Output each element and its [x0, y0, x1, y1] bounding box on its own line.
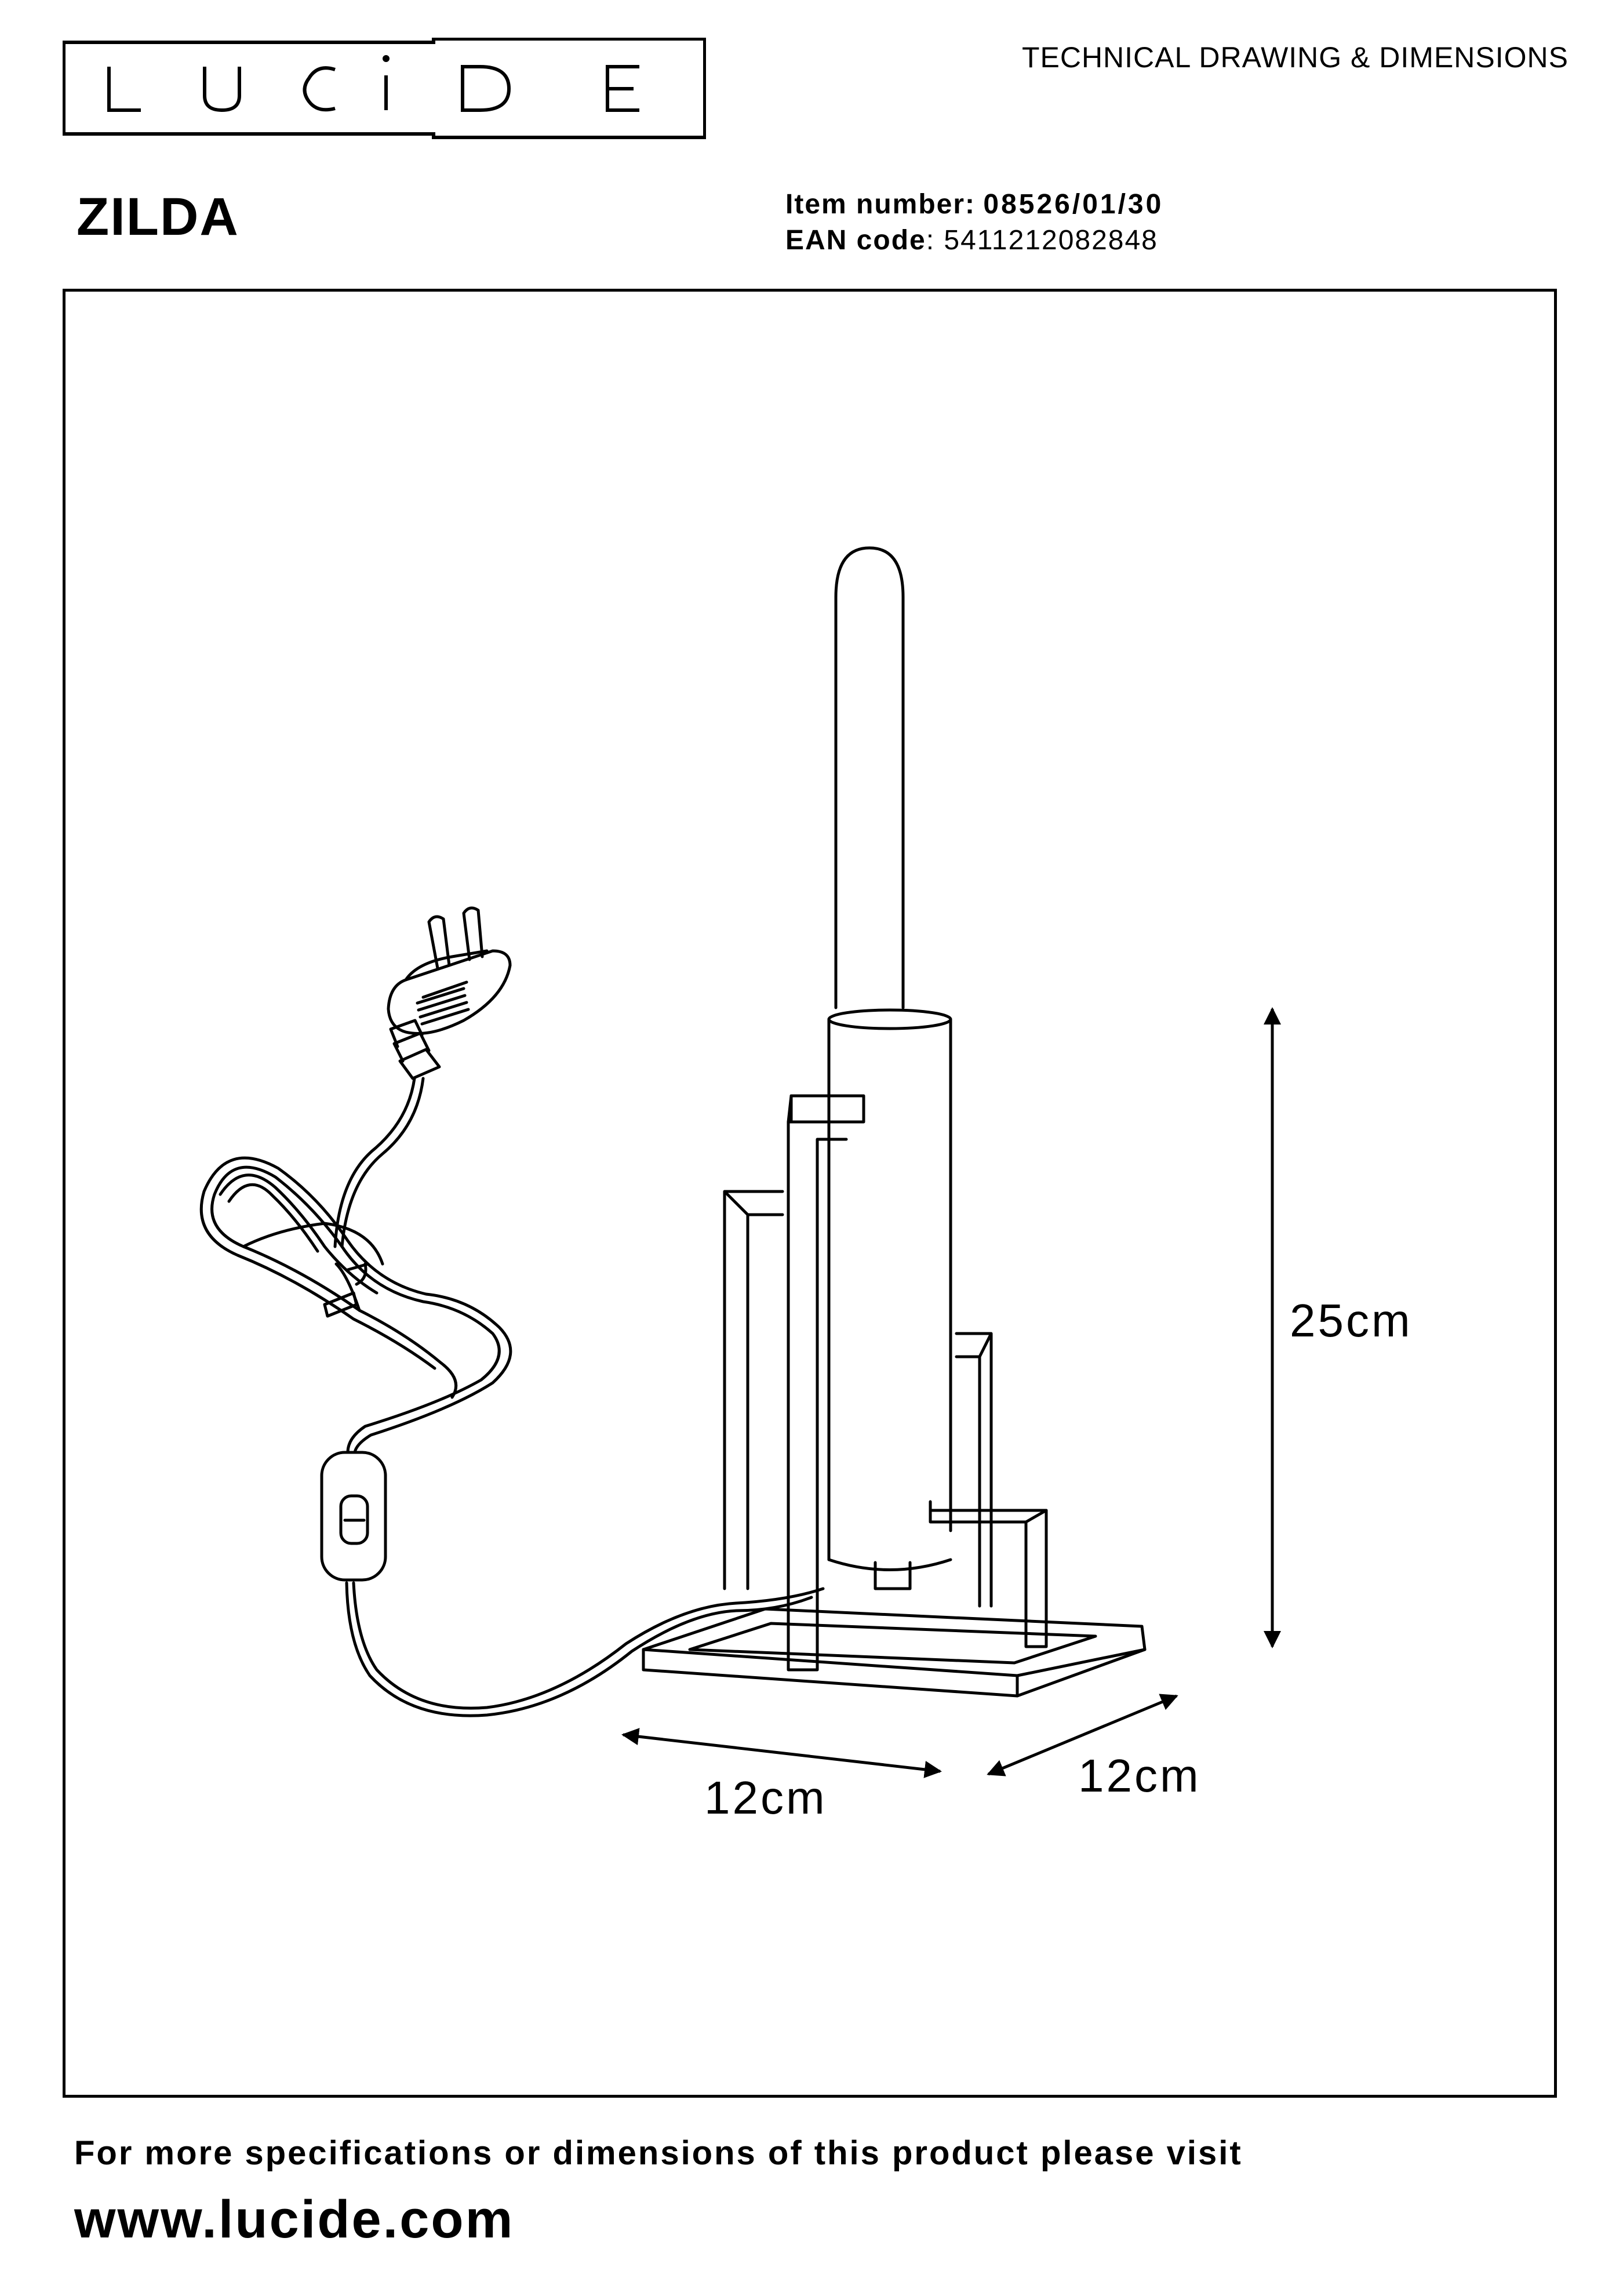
bulb-icon	[834, 546, 905, 1009]
coiled-cable	[199, 1077, 512, 1454]
frame-bracket-tall	[787, 1094, 865, 1672]
item-info: Item number: 08526/01/30 EAN code: 54112…	[785, 187, 1163, 259]
depth-label: 12cm	[1078, 1750, 1201, 1801]
power-cable	[345, 1581, 825, 1717]
lamp-holder	[827, 1008, 952, 1571]
item-number-value: 08526/01/30	[983, 189, 1164, 220]
document-type: TECHNICAL DRAWING & DIMENSIONS	[1021, 41, 1569, 74]
ean-value: : 5411212082848	[926, 225, 1158, 256]
drawing-frame	[63, 289, 1557, 2098]
frame-bracket-left	[723, 1190, 784, 1590]
website-link[interactable]: www.lucide.com	[74, 2190, 515, 2249]
frame-bracket-right	[955, 1332, 993, 1608]
width-dimension-line	[621, 1728, 942, 1778]
height-label: 25cm	[1290, 1295, 1413, 1346]
lucide-logo	[63, 38, 706, 139]
footer-note: For more specifications or dimensions of…	[74, 2134, 1243, 2172]
ean-label: EAN code	[785, 225, 926, 256]
power-plug-icon	[387, 906, 512, 1080]
width-label: 12cm	[704, 1772, 827, 1823]
item-number-label: Item number:	[785, 189, 976, 220]
product-name: ZILDA	[77, 187, 239, 246]
frame-bracket-small	[929, 1500, 1048, 1648]
depth-dimension-line	[987, 1694, 1178, 1777]
item-number-row: Item number: 08526/01/30	[785, 187, 1163, 223]
inline-switch-icon	[320, 1451, 387, 1582]
lamp-base	[642, 1607, 1147, 1698]
ean-row: EAN code: 5411212082848	[785, 223, 1163, 259]
